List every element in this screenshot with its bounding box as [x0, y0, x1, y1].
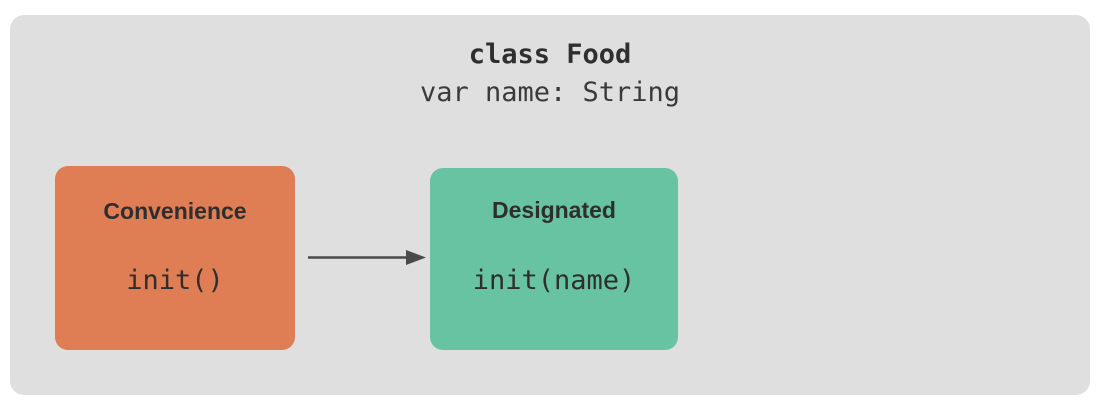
- convenience-box-title: Convenience: [103, 198, 247, 224]
- convenience-box-signature: init(): [126, 265, 224, 296]
- designated-box-signature: init(name): [472, 265, 636, 296]
- designated-initializer-box: Designated init(name): [430, 168, 678, 350]
- convenience-initializer-box: Convenience init(): [55, 166, 295, 350]
- delegation-arrow-icon: [308, 250, 426, 265]
- designated-box-title: Designated: [492, 197, 616, 223]
